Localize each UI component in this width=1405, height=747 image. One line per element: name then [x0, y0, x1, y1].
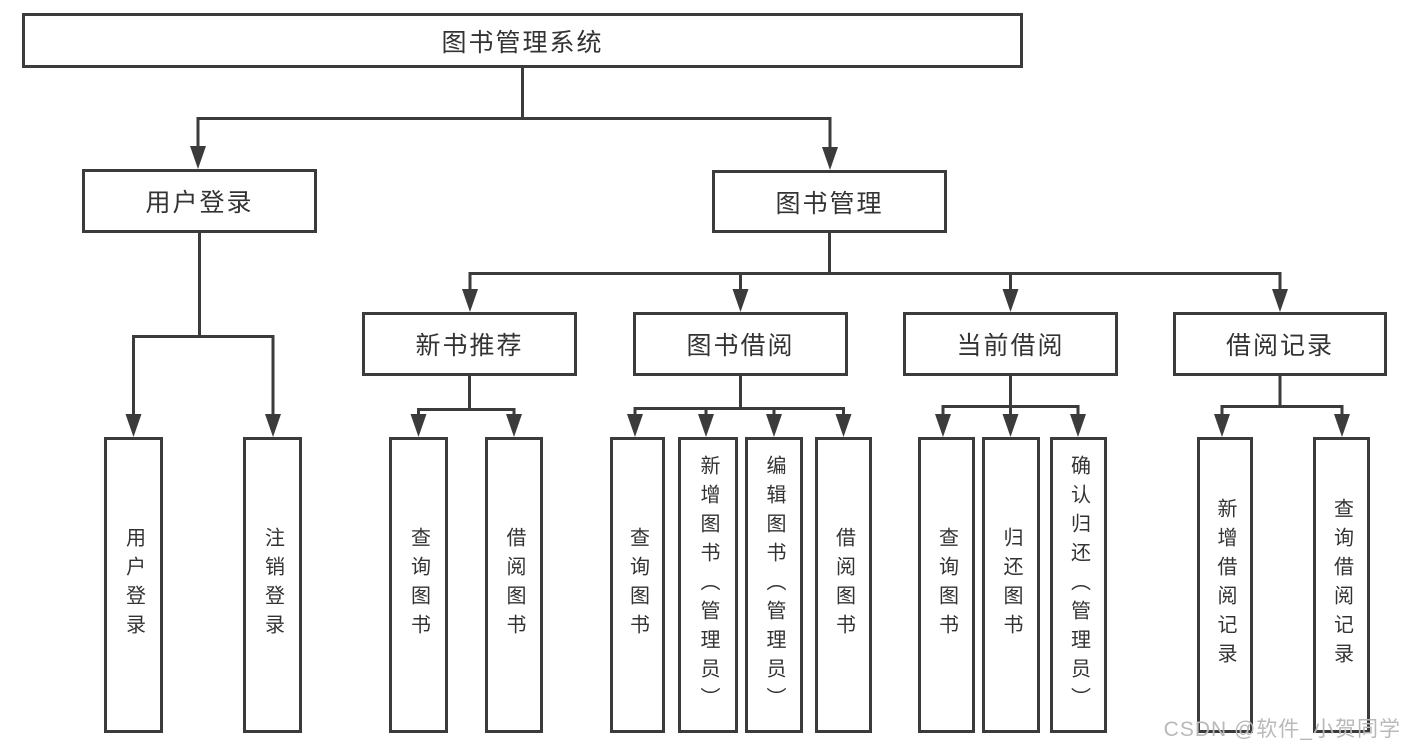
arrow-down-icon [822, 147, 838, 170]
arrow-down-icon [1272, 289, 1288, 312]
csdn-watermark: CSDN @软件_小贺同学 [1163, 718, 1401, 741]
node-label: 图书管理系统 [441, 28, 604, 57]
arrow-down-icon [1002, 414, 1019, 437]
leaf-confirm-return-admin: 确认归还（管理员） [1050, 437, 1107, 733]
leaf-borrow-books: 借阅图书 [815, 437, 872, 733]
leaf-user-login: 用户登录 [104, 437, 163, 733]
leaf-add-borrow-record: 新增借阅记录 [1197, 437, 1253, 733]
leaf-borrow-books-recommend: 借阅图书 [485, 437, 543, 733]
leaf-label: 查询图书 [626, 527, 649, 643]
node-book-management: 图书管理 [712, 170, 947, 233]
leaf-label: 查询图书 [935, 527, 958, 643]
leaf-label: 新增图书（管理员） [697, 454, 719, 716]
node-label: 图书管理 [775, 189, 884, 218]
leaf-label: 注销登录 [261, 527, 284, 643]
arrowhead-icons [125, 146, 1350, 437]
arrow-down-icon [462, 289, 478, 312]
leaf-query-books-current: 查询图书 [918, 437, 975, 733]
arrow-down-icon [835, 414, 852, 437]
leaf-label: 归还图书 [1000, 527, 1022, 643]
leaf-label: 新增借阅记录 [1214, 498, 1236, 672]
arrow-down-icon [265, 414, 281, 437]
leaf-label: 编辑图书（管理员） [763, 454, 785, 716]
leaf-query-books-recommend: 查询图书 [389, 437, 448, 733]
node-label: 当前借阅 [956, 332, 1065, 360]
leaf-label: 确认归还（管理员） [1067, 454, 1090, 716]
node-book-borrow: 图书借阅 [633, 312, 848, 376]
leaf-query-borrow-record: 查询借阅记录 [1313, 437, 1370, 733]
node-label: 新书推荐 [415, 332, 524, 360]
node-new-book-recommend: 新书推荐 [362, 312, 577, 376]
arrow-down-icon [766, 414, 782, 437]
node-label: 用户登录 [145, 189, 254, 217]
arrow-down-icon [506, 414, 522, 437]
leaf-return-book: 归还图书 [982, 437, 1040, 733]
leaf-label: 用户登录 [122, 527, 145, 643]
node-borrow-records: 借阅记录 [1173, 312, 1387, 376]
leaf-label: 查询借阅记录 [1330, 498, 1353, 672]
arrow-down-icon [410, 414, 427, 437]
leaf-label: 借阅图书 [503, 527, 525, 643]
arrow-down-icon [125, 414, 142, 437]
arrow-down-icon [1002, 289, 1019, 312]
leaf-query-books-borrow: 查询图书 [610, 437, 665, 733]
leaf-label: 查询图书 [407, 527, 430, 643]
leaf-edit-book-admin: 编辑图书（管理员） [745, 437, 803, 733]
arrow-down-icon [1334, 414, 1350, 437]
node-user-login: 用户登录 [82, 169, 317, 233]
node-current-borrow: 当前借阅 [903, 312, 1118, 376]
tree-branches [132, 66, 1344, 418]
leaf-label: 借阅图书 [832, 527, 855, 643]
leaf-add-book-admin: 新增图书（管理员） [678, 437, 738, 733]
arrow-down-icon [627, 414, 643, 437]
arrow-down-icon [190, 146, 206, 169]
arrow-down-icon [698, 414, 714, 437]
arrow-down-icon [1070, 414, 1086, 437]
node-label: 图书借阅 [686, 332, 795, 360]
node-label: 借阅记录 [1225, 332, 1334, 360]
leaf-logout: 注销登录 [243, 437, 302, 733]
arrow-down-icon [1214, 414, 1230, 437]
arrow-down-icon [732, 289, 749, 312]
arrow-down-icon [935, 414, 951, 437]
node-root-library-system: 图书管理系统 [22, 13, 1023, 68]
